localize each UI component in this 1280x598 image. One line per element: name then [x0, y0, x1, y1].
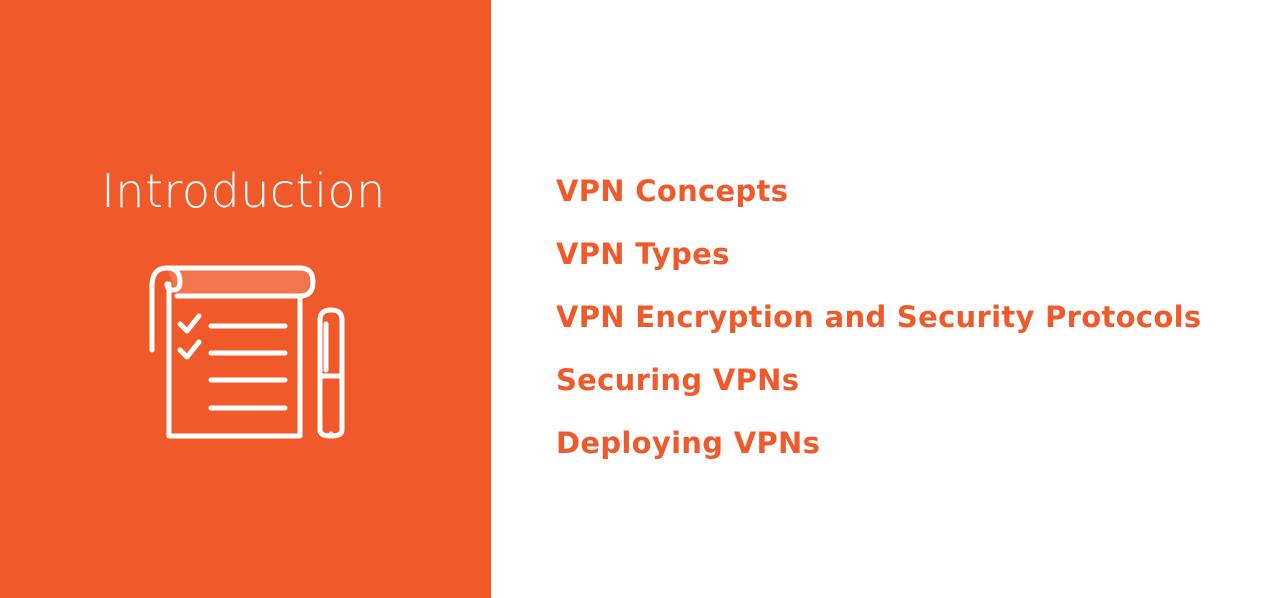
topic-item: VPN Concepts	[556, 174, 789, 208]
topic-list: VPN Concepts VPN Types VPN Encryption an…	[556, 160, 1201, 475]
topic-item: VPN Encryption and Security Protocols	[556, 300, 1202, 334]
topic-item: Securing VPNs	[556, 363, 800, 397]
content-panel: VPN Concepts VPN Types VPN Encryption an…	[491, 0, 1280, 598]
section-panel: Introduction	[0, 0, 491, 598]
topic-item: VPN Types	[556, 237, 730, 271]
section-title: Introduction	[101, 164, 386, 218]
topic-item: Deploying VPNs	[556, 426, 821, 460]
checklist-icon	[149, 265, 345, 439]
